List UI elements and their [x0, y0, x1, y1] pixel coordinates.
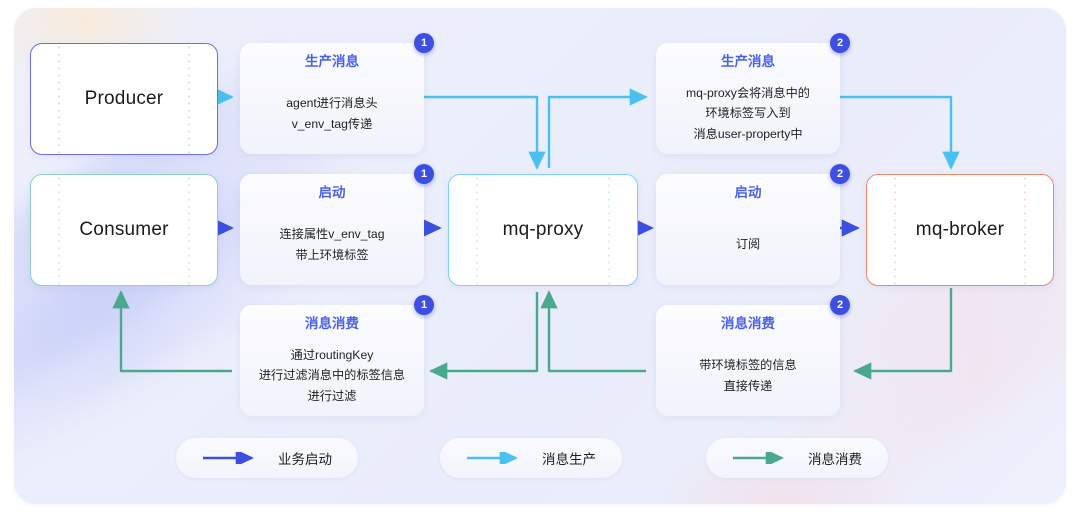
card-produce-2-title: 生产消息	[656, 43, 840, 77]
card-produce-2-line3: 消息user-property中	[693, 126, 803, 141]
wire-broker-to-consume2	[853, 288, 953, 380]
card-produce-1-title: 生产消息	[240, 43, 424, 77]
legend-arrow-blue-icon	[203, 452, 254, 464]
card-consume-2-line2: 直接传递	[723, 378, 773, 393]
card-consume-1[interactable]: 消息消费 通过routingKey 进行过滤消息中的标签信息 进行过滤 1	[240, 295, 434, 416]
card-consume-1-title: 消息消费	[240, 305, 424, 339]
card-consume-2-badge: 2	[830, 295, 850, 315]
entity-mq-proxy-label: mq-proxy	[502, 219, 584, 240]
card-produce-2-badge: 2	[830, 33, 850, 53]
card-produce-2[interactable]: 生产消息 mq-proxy会将消息中的 环境标签写入到 消息user-prope…	[656, 33, 850, 154]
card-produce-1-body: agent进行消息头 v_env_tag传递	[240, 77, 424, 154]
card-start-2[interactable]: 启动 订阅 2	[656, 164, 850, 285]
card-produce-1-line2: v_env_tag传递	[291, 116, 373, 131]
entity-consumer-label: Consumer	[79, 219, 169, 240]
wire-produce2-to-broker	[840, 95, 960, 170]
card-consume-2-inner: 消息消费 带环境标签的信息 直接传递	[656, 305, 840, 416]
card-produce-1-inner: 生产消息 agent进行消息头 v_env_tag传递	[240, 43, 424, 154]
entity-producer[interactable]: Producer	[30, 43, 218, 155]
card-start-2-line1: 订阅	[735, 237, 761, 252]
legend-item-message-consume[interactable]: 消息消费	[706, 438, 888, 478]
card-produce-2-body: mq-proxy会将消息中的 环境标签写入到 消息user-property中	[656, 77, 840, 154]
entity-consumer[interactable]: Consumer	[30, 174, 218, 286]
card-consume-1-inner: 消息消费 通过routingKey 进行过滤消息中的标签信息 进行过滤	[240, 305, 424, 416]
card-start-2-inner: 启动 订阅	[656, 174, 840, 285]
card-consume-2-body: 带环境标签的信息 直接传递	[656, 339, 840, 416]
legend-item-business-start[interactable]: 业务启动	[176, 438, 358, 478]
card-start-1-title: 启动	[240, 174, 424, 208]
card-start-1-inner: 启动 连接属性v_env_tag 带上环境标签	[240, 174, 424, 285]
card-start-2-badge: 2	[830, 164, 850, 184]
card-produce-2-inner: 生产消息 mq-proxy会将消息中的 环境标签写入到 消息user-prope…	[656, 43, 840, 154]
entity-producer-label: Producer	[84, 88, 164, 109]
wire-produce1-to-proxy	[424, 95, 546, 170]
wire-proxy-to-consume1	[429, 292, 539, 380]
card-consume-1-line3: 进行过滤	[307, 388, 357, 403]
legend-label-message-consume: 消息消费	[808, 452, 862, 467]
wire-consume2-to-proxy	[540, 290, 646, 373]
card-produce-2-line1: mq-proxy会将消息中的	[686, 86, 810, 101]
legend-item-message-produce[interactable]: 消息生产	[440, 438, 622, 478]
card-consume-2-title: 消息消费	[656, 305, 840, 339]
entity-mq-proxy[interactable]: mq-proxy	[448, 174, 638, 286]
card-start-2-body: 订阅	[656, 208, 840, 285]
card-produce-1-badge: 1	[414, 33, 434, 53]
entity-mq-broker-label: mq-broker	[915, 219, 1005, 240]
card-consume-1-badge: 1	[414, 295, 434, 315]
legend-label-message-produce: 消息生产	[542, 452, 596, 467]
card-consume-2-line1: 带环境标签的信息	[699, 358, 797, 373]
card-consume-1-line1: 通过routingKey	[290, 348, 374, 363]
card-start-1-line2: 带上环境标签	[295, 247, 369, 262]
wire-proxy-to-produce2	[547, 88, 648, 168]
card-start-1-badge: 1	[414, 164, 434, 184]
legend-label-business-start: 业务启动	[278, 452, 332, 467]
card-consume-1-line2: 进行过滤消息中的标签信息	[258, 368, 406, 383]
entity-mq-broker[interactable]: mq-broker	[866, 174, 1054, 286]
card-produce-1[interactable]: 生产消息 agent进行消息头 v_env_tag传递 1	[240, 33, 434, 154]
card-consume-2[interactable]: 消息消费 带环境标签的信息 直接传递 2	[656, 295, 850, 416]
card-start-2-title: 启动	[656, 174, 840, 208]
card-start-1-body: 连接属性v_env_tag 带上环境标签	[240, 208, 424, 285]
card-produce-1-line1: agent进行消息头	[286, 96, 378, 111]
wire-consume1-to-consumer	[112, 290, 232, 373]
card-consume-1-body: 通过routingKey 进行过滤消息中的标签信息 进行过滤	[240, 339, 424, 416]
legend-arrow-green-icon	[733, 452, 784, 464]
legend-arrow-cyan-icon	[467, 452, 518, 464]
card-start-1[interactable]: 启动 连接属性v_env_tag 带上环境标签 1	[240, 164, 434, 285]
card-start-1-line1: 连接属性v_env_tag	[279, 227, 385, 242]
card-produce-2-line2: 环境标签写入到	[705, 106, 791, 121]
